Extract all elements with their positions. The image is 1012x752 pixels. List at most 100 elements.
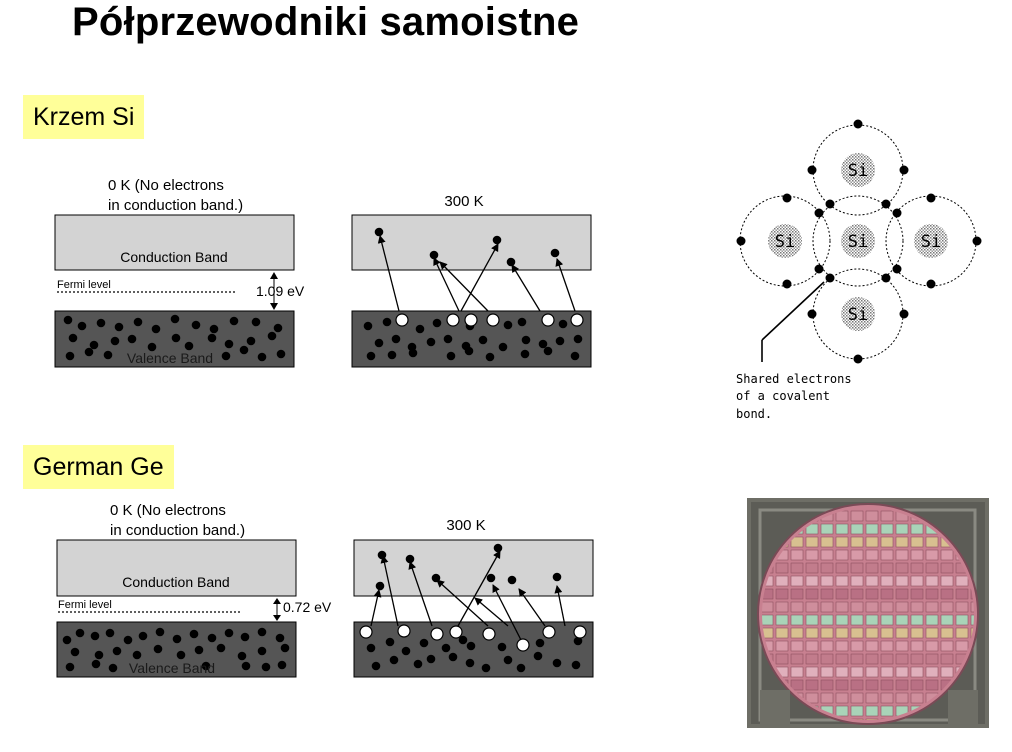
valence-electron bbox=[65, 662, 75, 672]
valence-electron bbox=[108, 663, 118, 673]
valence-electron bbox=[533, 651, 543, 661]
ge-valence-label: Valence Band bbox=[129, 660, 215, 676]
excitation-arrow bbox=[439, 261, 489, 312]
page-title: Półprzewodniki samoistne bbox=[72, 0, 580, 44]
valence-electron bbox=[191, 320, 201, 330]
valence-electron bbox=[273, 323, 283, 333]
lattice-note-1: Shared electrons bbox=[736, 372, 852, 386]
conduction-electron bbox=[486, 573, 496, 583]
valence-electron bbox=[209, 324, 219, 334]
lattice-note-3: bond. bbox=[736, 407, 772, 421]
valence-electron bbox=[517, 317, 527, 327]
excitation-arrow bbox=[457, 550, 501, 627]
ge-hot-panel: 300 K bbox=[353, 517, 594, 678]
ge-gap-value: 0.72 eV bbox=[283, 599, 332, 615]
valence-electron bbox=[201, 661, 211, 671]
excitation-arrow bbox=[377, 235, 400, 312]
si-fermi-label: Fermi level bbox=[57, 279, 111, 291]
si-hot-caption: 300 K bbox=[444, 193, 483, 210]
valence-electron bbox=[498, 342, 508, 352]
hole bbox=[541, 313, 555, 327]
excitation-arrow bbox=[433, 257, 460, 312]
silicon-wafer-photo bbox=[747, 498, 989, 728]
hole bbox=[486, 313, 500, 327]
valence-electron bbox=[465, 658, 475, 668]
valence-electron bbox=[77, 321, 87, 331]
valence-electron bbox=[127, 334, 137, 344]
valence-electron bbox=[138, 631, 148, 641]
valence-electron bbox=[481, 663, 491, 673]
valence-electron bbox=[224, 628, 234, 638]
excitation-arrow bbox=[518, 588, 546, 627]
valence-electron bbox=[391, 334, 401, 344]
ge-hot-conduction-band bbox=[353, 539, 594, 597]
valence-electron bbox=[65, 351, 75, 361]
valence-electron bbox=[571, 660, 581, 670]
valence-electron bbox=[415, 324, 425, 334]
si-cold-caption-2: in conduction band.) bbox=[108, 197, 243, 214]
si-nucleus bbox=[914, 224, 948, 258]
valence-electron bbox=[194, 645, 204, 655]
valence-electron bbox=[68, 333, 78, 343]
valence-electron bbox=[374, 338, 384, 348]
valence-electron bbox=[170, 314, 180, 324]
si-atom-label: Si bbox=[848, 232, 868, 252]
si-valence-label: Valence Band bbox=[127, 350, 213, 366]
ge-cold-caption-2: in conduction band.) bbox=[110, 522, 245, 539]
excitation-arrow bbox=[370, 589, 382, 627]
ge-excitation-arrows bbox=[370, 550, 566, 641]
valence-electron bbox=[239, 345, 249, 355]
valence-electron bbox=[538, 339, 548, 349]
valence-electron bbox=[485, 352, 495, 362]
valence-electron bbox=[132, 650, 142, 660]
valence-electron bbox=[466, 641, 476, 651]
ge-fermi-label: Fermi level bbox=[58, 599, 112, 611]
si-atom-label: Si bbox=[775, 232, 795, 252]
valence-electron bbox=[105, 628, 115, 638]
conduction-electron bbox=[552, 572, 562, 582]
valence-electron bbox=[573, 334, 583, 344]
hole bbox=[573, 625, 587, 639]
conduction-electron bbox=[493, 543, 503, 553]
ge-valence-electrons bbox=[62, 627, 290, 673]
valence-electron bbox=[207, 333, 217, 343]
hole bbox=[482, 627, 496, 641]
valence-electron bbox=[261, 662, 271, 672]
valence-electron bbox=[385, 637, 395, 647]
valence-electron bbox=[503, 655, 513, 665]
valence-electron bbox=[229, 316, 239, 326]
hole bbox=[570, 313, 584, 327]
valence-electron bbox=[70, 647, 80, 657]
valence-electron bbox=[382, 317, 392, 327]
valence-electron bbox=[432, 318, 442, 328]
excitation-arrow bbox=[408, 561, 433, 627]
ge-conduction-label: Conduction Band bbox=[122, 574, 229, 590]
conduction-electron bbox=[507, 575, 517, 585]
si-atom-label: Si bbox=[848, 161, 868, 181]
valence-electron bbox=[366, 351, 376, 361]
valence-electron bbox=[90, 631, 100, 641]
si-excitation-arrows bbox=[377, 235, 576, 312]
valence-electron bbox=[62, 635, 72, 645]
conduction-electron bbox=[377, 550, 387, 560]
valence-electron bbox=[458, 635, 468, 645]
valence-electron bbox=[426, 337, 436, 347]
si-gap-value: 1.09 eV bbox=[256, 283, 305, 299]
valence-electron bbox=[89, 340, 99, 350]
valence-electron bbox=[94, 650, 104, 660]
valence-electron bbox=[464, 346, 474, 356]
valence-electron-dots bbox=[736, 119, 982, 364]
si-hot-panel: 300 K bbox=[351, 193, 592, 368]
conduction-electron bbox=[492, 235, 502, 245]
valence-electron bbox=[207, 633, 217, 643]
valence-electron bbox=[408, 348, 418, 358]
excitation-arrow bbox=[555, 258, 576, 312]
excitation-arrow bbox=[492, 584, 522, 641]
valence-electron bbox=[257, 627, 267, 637]
ge-holes bbox=[359, 624, 587, 652]
valence-electron bbox=[448, 652, 458, 662]
valence-electron bbox=[257, 646, 267, 656]
valence-electron bbox=[63, 315, 73, 325]
